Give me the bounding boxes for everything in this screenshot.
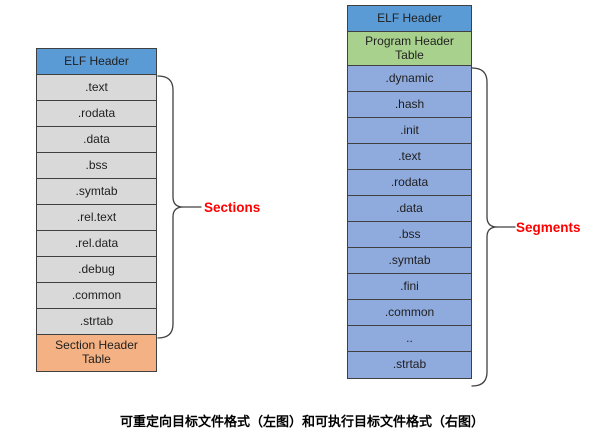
segment-row: .hash: [348, 92, 471, 118]
segment-row: .dynamic: [348, 66, 471, 92]
segment-row: .data: [348, 196, 471, 222]
segments-label: Segments: [516, 220, 581, 235]
section-row: .strtab: [37, 309, 156, 335]
section-row: .data: [37, 127, 156, 153]
section-row: .rel.text: [37, 205, 156, 231]
sections-bracket: [157, 75, 202, 339]
section-row: .rodata: [37, 101, 156, 127]
segment-row: .fini: [348, 274, 471, 300]
caption: 可重定向目标文件格式（左图）和可执行目标文件格式（右图）: [119, 414, 484, 429]
segment-row: .init: [348, 118, 471, 144]
segment-row: ..: [348, 326, 471, 352]
segment-row: .bss: [348, 222, 471, 248]
left-sections-list: .text .rodata .data .bss .symtab .rel.te…: [37, 75, 156, 335]
right-segments-list: .dynamic .hash .init .text .rodata .data…: [348, 66, 471, 378]
sections-label: Sections: [204, 200, 261, 215]
segment-row: .text: [348, 144, 471, 170]
section-row: .text: [37, 75, 156, 101]
relocatable-object-file-stack: ELF Header .text .rodata .data .bss .sym…: [36, 48, 157, 372]
segment-row: .symtab: [348, 248, 471, 274]
section-header-table-box: Section Header Table: [37, 335, 156, 371]
section-row: .common: [37, 283, 156, 309]
section-row: .debug: [37, 257, 156, 283]
section-row: .rel.data: [37, 231, 156, 257]
segment-row: .rodata: [348, 170, 471, 196]
executable-object-file-stack: ELF Header Program Header Table .dynamic…: [347, 5, 472, 379]
section-row: .bss: [37, 153, 156, 179]
segment-row: .strtab: [348, 352, 471, 378]
segment-row: .common: [348, 300, 471, 326]
segments-bracket: [471, 67, 516, 387]
left-elf-header-box: ELF Header: [37, 49, 156, 75]
right-elf-header-box: ELF Header: [348, 6, 471, 32]
program-header-table-box: Program Header Table: [348, 32, 471, 66]
section-row: .symtab: [37, 179, 156, 205]
